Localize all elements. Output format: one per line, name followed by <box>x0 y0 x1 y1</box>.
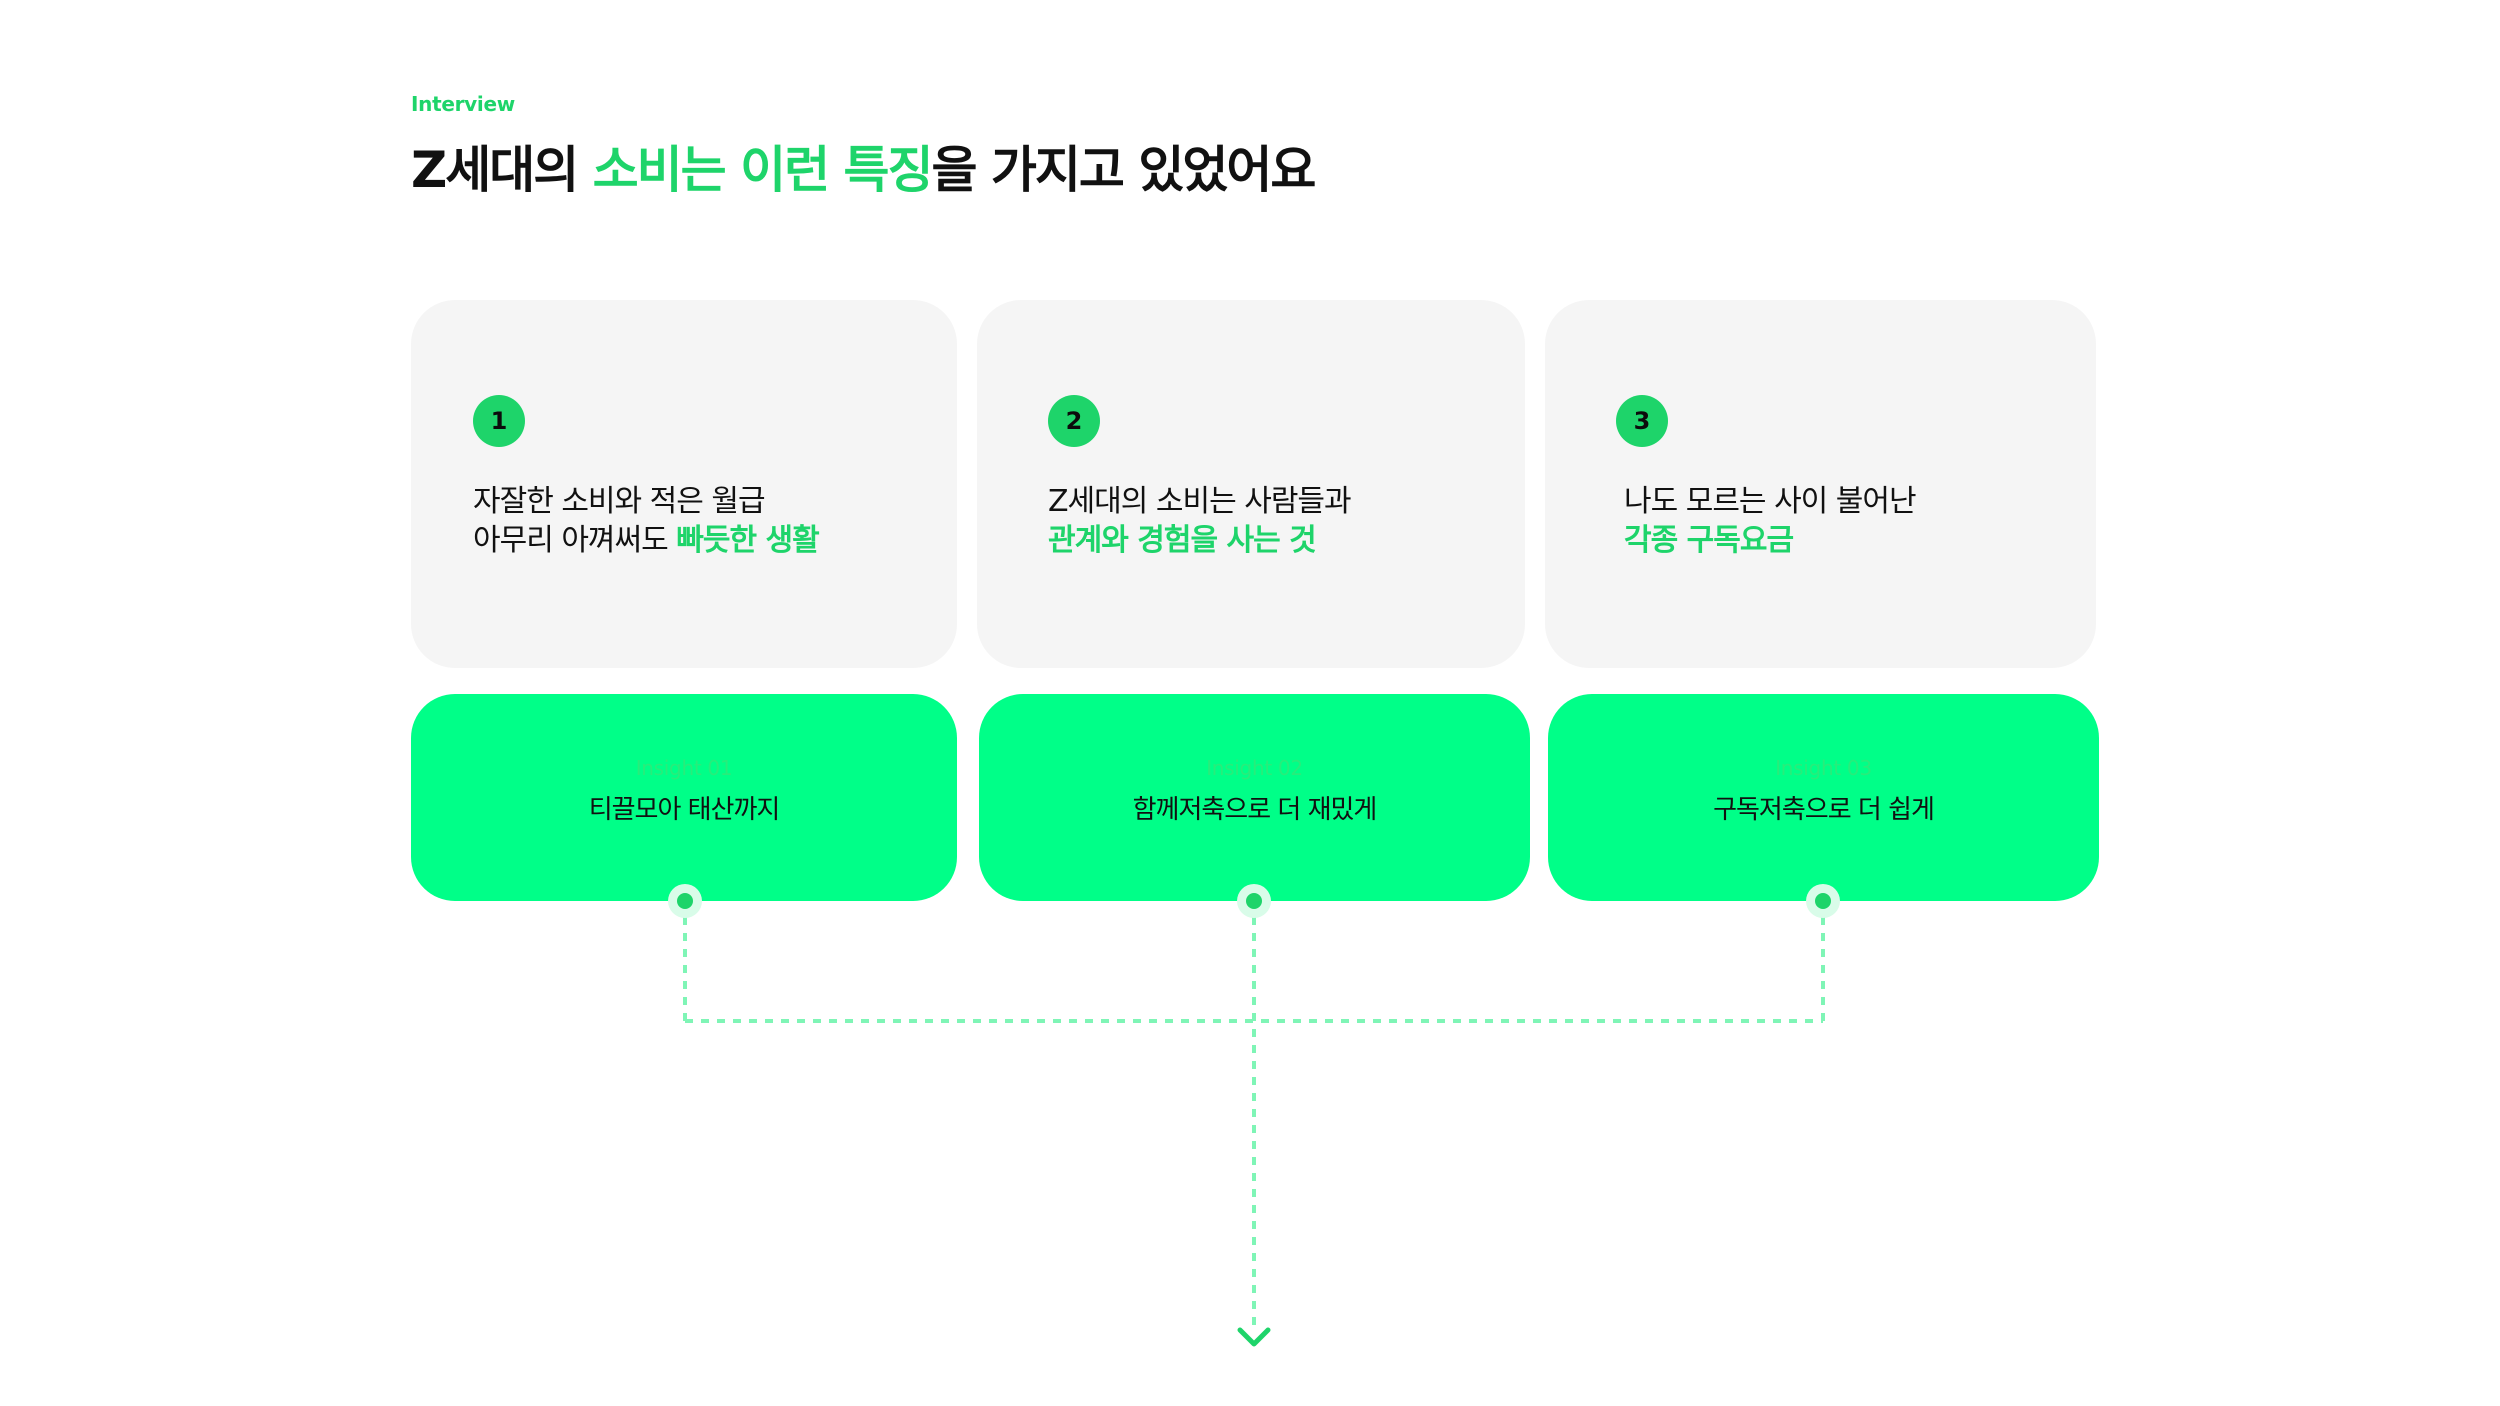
connector-node-1 <box>668 884 702 918</box>
card-text-line2: 아무리 아껴써도 빠듯한 생활 <box>473 521 820 560</box>
card-text-line2: 각종 구독요금 <box>1624 521 1916 560</box>
card-text-line1: 자잘한 소비와 적은 월급 <box>473 484 766 519</box>
card-text-plain: 아무리 아껴써도 <box>473 523 677 558</box>
connector-node-2 <box>1237 884 1271 918</box>
card-text: 나도 모르는 사이 불어난 각종 구독요금 <box>1624 482 1917 560</box>
characteristic-card-3: 3 나도 모르는 사이 불어난 각종 구독요금 <box>1545 300 2096 668</box>
insight-title: 함께저축으로 더 재밌게 <box>1132 795 1378 825</box>
card-text: Z세대의 소비는 사람들과 관계와 경험을 사는 것 <box>1048 482 1352 560</box>
insight-title: 구독저축으로 더 쉽게 <box>1713 795 1935 825</box>
card-text-line1: 나도 모르는 사이 불어난 <box>1624 484 1917 519</box>
insight-box-2: Insight 02 함께저축으로 더 재밌게 <box>979 694 1530 901</box>
card-text-highlight: 각종 구독요금 <box>1624 523 1794 558</box>
card-number-badge: 2 <box>1048 395 1100 447</box>
card-text-highlight: 빠듯한 생활 <box>676 523 819 558</box>
insight-box-1: Insight 01 티끌모아 태산까지 <box>411 694 957 901</box>
insight-label: Insight 02 <box>1206 756 1303 780</box>
characteristic-card-2: 2 Z세대의 소비는 사람들과 관계와 경험을 사는 것 <box>977 300 1525 668</box>
insight-label: Insight 01 <box>635 756 733 780</box>
card-text-line2: 관계와 경험을 사는 것 <box>1048 521 1351 560</box>
card-number-badge: 3 <box>1616 395 1668 447</box>
arrow-down-icon <box>1237 1327 1271 1347</box>
insight-title: 티끌모아 태산까지 <box>588 795 781 825</box>
page-title: Z세대의 소비는 이런 특징을 가지고 있었어요 <box>411 130 1317 202</box>
section-eyebrow: Interview <box>411 92 515 116</box>
title-highlight: 소비는 이런 특징 <box>592 141 934 199</box>
insight-box-3: Insight 03 구독저축으로 더 쉽게 <box>1548 694 2099 901</box>
title-prefix: Z세대의 <box>411 141 593 199</box>
characteristic-card-1: 1 자잘한 소비와 적은 월급 아무리 아껴써도 빠듯한 생활 <box>411 300 957 668</box>
card-text: 자잘한 소비와 적은 월급 아무리 아껴써도 빠듯한 생활 <box>473 482 820 560</box>
insight-label: Insight 03 <box>1775 756 1872 780</box>
card-number-badge: 1 <box>473 395 525 447</box>
connector-node-3 <box>1806 884 1840 918</box>
card-text-highlight: 관계와 경험을 사는 것 <box>1048 523 1317 558</box>
card-text-line1: Z세대의 소비는 사람들과 <box>1048 484 1352 519</box>
title-suffix: 을 가지고 있었어요 <box>931 141 1317 199</box>
